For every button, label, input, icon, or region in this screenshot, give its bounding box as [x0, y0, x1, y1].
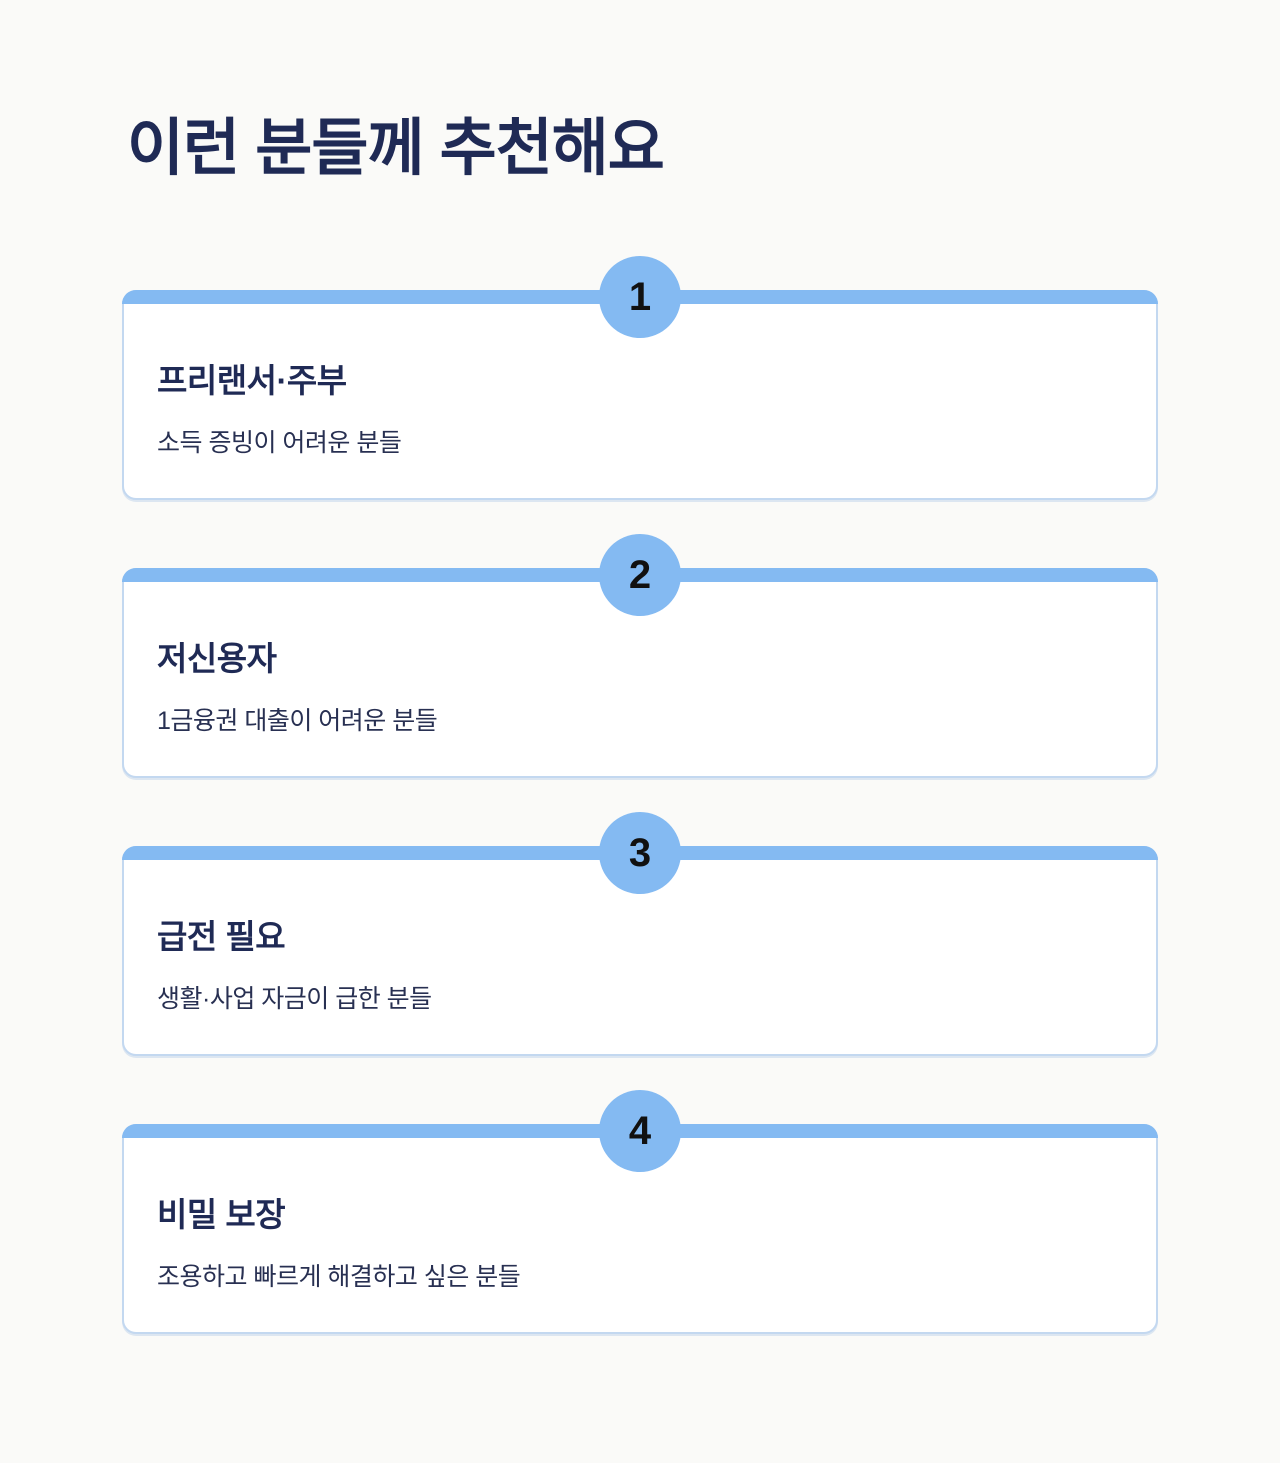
card-description: 조용하고 빠르게 해결하고 싶은 분들	[157, 1263, 521, 1292]
card-title: 프리랜서·주부	[157, 362, 347, 400]
card-title: 비밀 보장	[157, 1196, 286, 1234]
recommendation-card: 4 비밀 보장 조용하고 빠르게 해결하고 싶은 분들	[122, 1090, 1158, 1335]
card-body: 급전 필요 생활·사업 자금이 급한 분들	[124, 848, 1156, 1014]
card-description: 소득 증빙이 어려운 분들	[157, 429, 402, 458]
card-title: 급전 필요	[157, 918, 286, 956]
card-body: 프리랜서·주부 소득 증빙이 어려운 분들	[124, 292, 1156, 458]
card-number: 4	[628, 1109, 652, 1154]
page-title: 이런 분들께 추천해요	[127, 114, 665, 183]
card-body: 저신용자 1금융권 대출이 어려운 분들	[124, 570, 1156, 736]
card-title: 저신용자	[157, 640, 277, 678]
card-number-badge: 4	[599, 1090, 681, 1173]
card-number: 3	[628, 831, 652, 876]
card-number-badge: 1	[599, 256, 681, 339]
recommendation-card: 3 급전 필요 생활·사업 자금이 급한 분들	[122, 812, 1158, 1057]
card-number: 1	[628, 275, 652, 320]
recommendation-card-list: 1 프리랜서·주부 소득 증빙이 어려운 분들 2 저신용자 1금융권 대출이 …	[122, 256, 1158, 1335]
card-number: 2	[628, 553, 652, 598]
card-body: 비밀 보장 조용하고 빠르게 해결하고 싶은 분들	[124, 1126, 1156, 1292]
recommendation-card: 1 프리랜서·주부 소득 증빙이 어려운 분들	[122, 256, 1158, 501]
recommendation-card: 2 저신용자 1금융권 대출이 어려운 분들	[122, 534, 1158, 779]
card-number-badge: 2	[599, 534, 681, 617]
card-description: 1금융권 대출이 어려운 분들	[157, 707, 438, 736]
card-description: 생활·사업 자금이 급한 분들	[157, 985, 432, 1014]
card-number-badge: 3	[599, 812, 681, 895]
